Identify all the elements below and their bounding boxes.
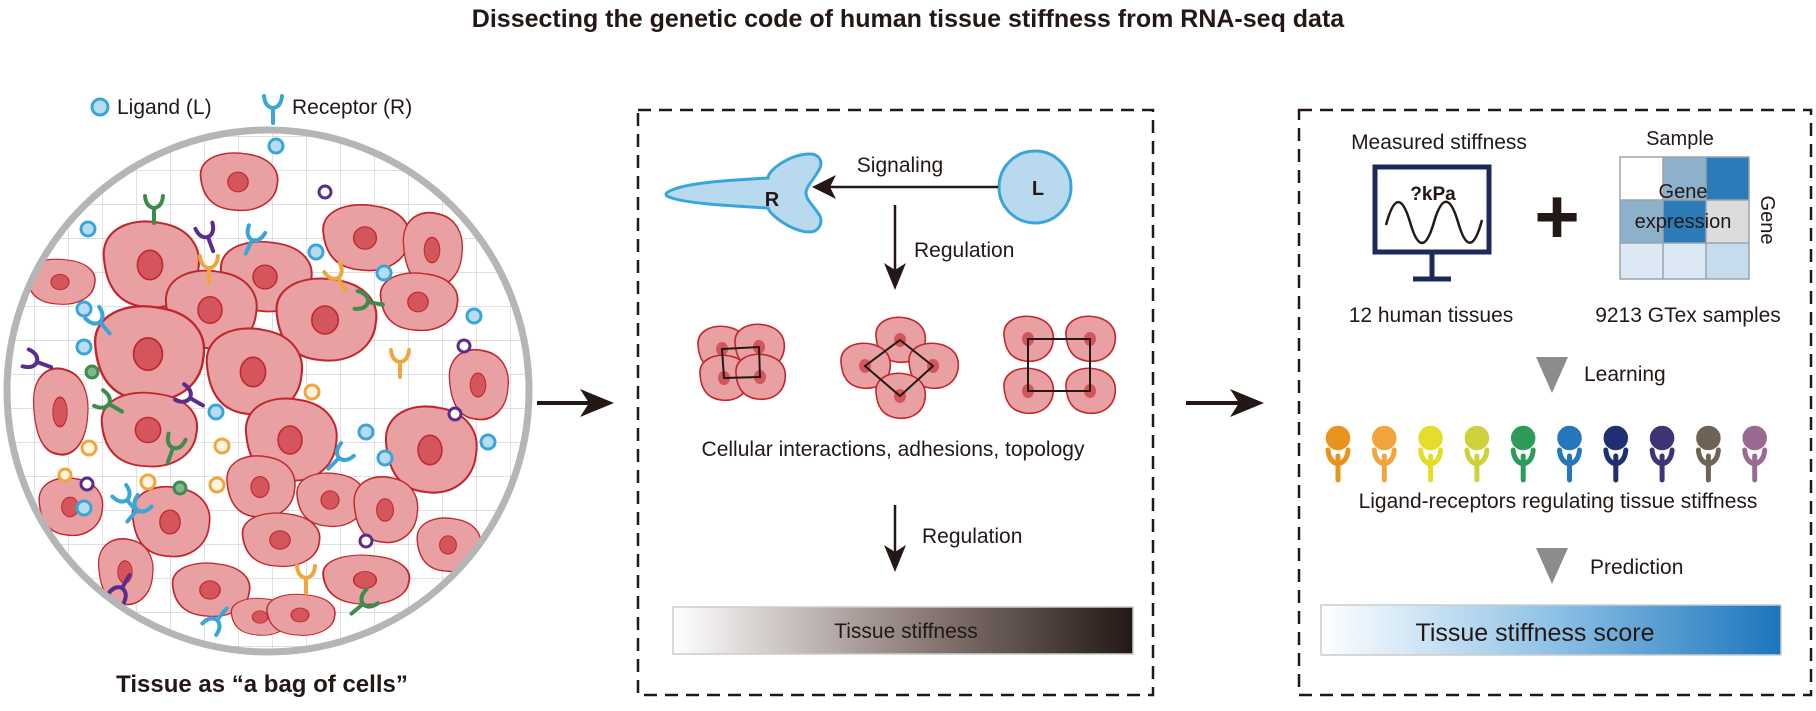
monitor-icon [1372, 164, 1492, 282]
measured-stiffness-label: Measured stiffness [1351, 131, 1527, 154]
ligand-receptor-pair-icon [1559, 427, 1581, 480]
heatmap-text-expression: expression [1635, 211, 1732, 233]
receptor-legend-label: Receptor (R) [292, 96, 412, 119]
heatmap-text-gene: Gene [1659, 181, 1708, 203]
ligand-receptor-pair-icon [1512, 427, 1534, 480]
tissue-bag-of-cells [7, 130, 529, 652]
figure-title: Dissecting the genetic code of human tis… [472, 5, 1345, 33]
ligand-legend-label: Ligand (L) [117, 96, 212, 119]
cell-cluster-compact [697, 323, 787, 402]
ligand-receptor-row [1327, 427, 1766, 480]
receptor-shape [664, 152, 823, 234]
prediction-label: Prediction [1590, 556, 1683, 579]
left-panel: Ligand (L) Receptor (R) [3, 94, 533, 698]
monitor-readout: ?kPa [1410, 184, 1456, 205]
ligand-receptor-pair-icon [1327, 427, 1349, 480]
stiffness-score-label: Tissue stiffness score [1416, 619, 1655, 647]
regulation-label-1: Regulation [914, 239, 1014, 262]
middle-panel: R L Signaling Regulation [636, 108, 1155, 697]
ligand-receptors-label: Ligand-receptors regulating tissue stiff… [1359, 490, 1758, 513]
learning-label: Learning [1584, 363, 1666, 386]
ligand-receptor-pair-icon [1420, 427, 1442, 480]
gene-expression-heatmap [1619, 156, 1750, 280]
tissues-label: 12 human tissues [1349, 304, 1514, 327]
tissue-caption: Tissue as “a bag of cells” [116, 671, 408, 698]
ligand-legend-icon [90, 97, 110, 117]
sample-axis-label: Sample [1646, 128, 1714, 150]
arrow-middle-to-right [1186, 389, 1264, 417]
receptor-letter: R [765, 189, 780, 211]
ligand-receptor-pair-icon [1744, 427, 1766, 480]
prediction-chevron-icon [1536, 548, 1568, 584]
cell-cluster-diamond [840, 316, 960, 420]
ligand-receptor-pair-icon [1373, 427, 1395, 480]
arrow-left-to-middle [537, 389, 614, 417]
tissue-stiffness-bar [672, 606, 1134, 655]
right-panel: Measured stiffness ?kPa 12 human tissues… [1297, 108, 1813, 697]
ligand-receptor-pair-icon [1605, 427, 1627, 480]
ligand-circle [997, 149, 1073, 225]
cell-cluster-square [1003, 315, 1117, 415]
ligand-receptor-pair-icon [1697, 427, 1719, 480]
gtex-samples-label: 9213 GTex samples [1595, 304, 1781, 327]
signaling-label: Signaling [857, 154, 943, 177]
interactions-label: Cellular interactions, adhesions, topolo… [702, 438, 1085, 461]
learning-chevron-icon [1536, 357, 1568, 393]
ligand-receptor-pair-icon [1466, 427, 1488, 480]
receptor-legend-icon [262, 94, 284, 125]
tissue-stiffness-label: Tissue stiffness [834, 620, 978, 643]
plus-sign: + [1534, 172, 1580, 260]
stiffness-score-bar [1320, 604, 1782, 656]
ligand-receptor-pair-icon [1651, 427, 1673, 480]
gene-axis-label: Gene [1756, 196, 1778, 245]
ligand-letter: L [1032, 178, 1044, 200]
regulation-label-2: Regulation [922, 525, 1022, 548]
